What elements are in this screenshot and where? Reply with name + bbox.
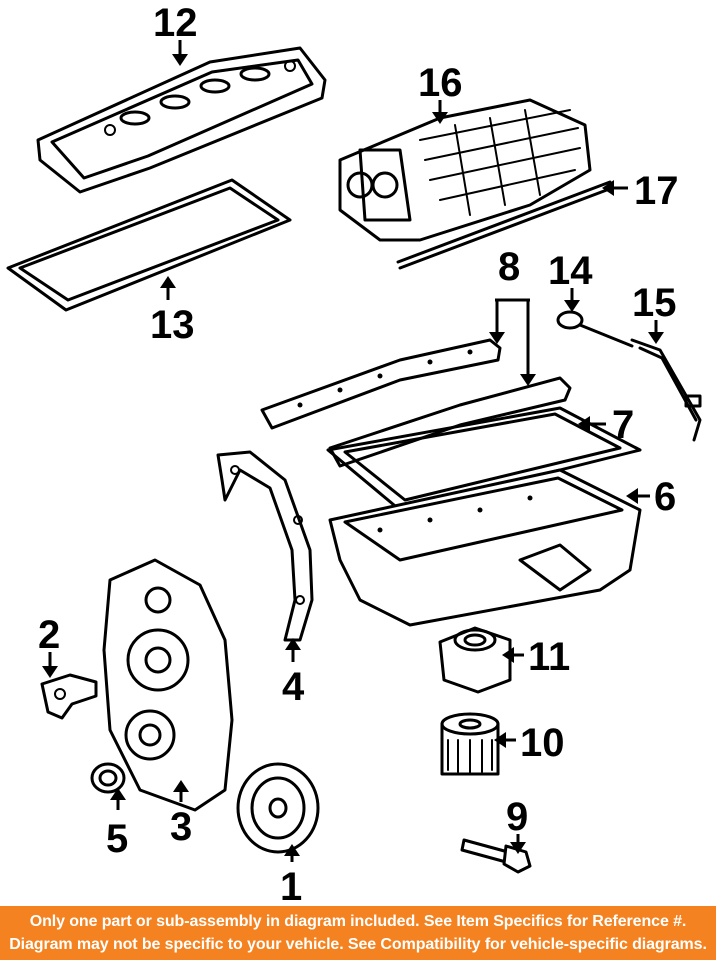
- svg-text:4: 4: [282, 665, 305, 709]
- harmonic-balancer: [236, 762, 320, 854]
- oil-filter: [440, 712, 500, 776]
- callout-2: 2: [38, 613, 60, 678]
- svg-text:15: 15: [632, 281, 677, 325]
- callout-4: 4: [282, 638, 305, 709]
- svg-text:8: 8: [498, 245, 520, 289]
- timing-cover: [102, 558, 234, 812]
- callout-6: 6: [626, 475, 676, 519]
- svg-text:1: 1: [280, 865, 302, 906]
- callout-3: 3: [170, 780, 192, 849]
- dipstick-tube: [630, 338, 702, 442]
- front-seal: [90, 762, 126, 794]
- callout-9: 9: [506, 795, 528, 854]
- manifold-gasket: [396, 180, 614, 270]
- svg-text:6: 6: [654, 475, 676, 519]
- callout-15: 15: [632, 281, 677, 344]
- intake-manifold: [338, 98, 592, 242]
- disclaimer-line-2: Diagram may not be specific to your vehi…: [9, 936, 707, 953]
- svg-text:11: 11: [528, 635, 570, 679]
- disclaimer-line-1: Only one part or sub-assembly in diagram…: [29, 913, 687, 930]
- svg-text:14: 14: [548, 249, 593, 293]
- callout-12: 12: [153, 1, 198, 66]
- callout-1: 1: [280, 844, 302, 906]
- callout-13: 13: [150, 276, 195, 347]
- engine-parts-diagram: 12 13 16 17: [6, 1, 702, 906]
- oil-pan-gasket-rear: [328, 376, 572, 468]
- bolt: [460, 838, 532, 874]
- callout-7: 7: [578, 403, 634, 447]
- oil-pan-gasket: [326, 406, 642, 512]
- svg-text:3: 3: [170, 805, 192, 849]
- crank-sensor: [40, 673, 98, 720]
- callout-16: 16: [418, 61, 463, 124]
- svg-text:16: 16: [418, 61, 463, 105]
- timing-cover-gasket: [216, 450, 314, 642]
- disclaimer-banner: Only one part or sub-assembly in diagram…: [0, 906, 716, 960]
- oil-pan: [328, 468, 642, 627]
- oil-pan-gasket-side: [260, 338, 502, 430]
- svg-text:5: 5: [106, 817, 128, 861]
- callout-17: 17: [602, 169, 679, 213]
- callout-5: 5: [106, 788, 128, 861]
- svg-text:17: 17: [634, 169, 679, 213]
- svg-text:2: 2: [38, 613, 60, 657]
- svg-text:13: 13: [150, 303, 195, 347]
- dipstick: [556, 310, 634, 348]
- callout-10: 10: [494, 721, 565, 765]
- callout-8: 8: [489, 245, 536, 386]
- valve-cover-gasket: [6, 178, 292, 312]
- svg-text:12: 12: [153, 1, 198, 45]
- oil-filter-adapter: [438, 626, 512, 694]
- svg-text:10: 10: [520, 721, 565, 765]
- callout-11: 11: [502, 635, 570, 679]
- callout-14: 14: [548, 249, 593, 312]
- svg-text:9: 9: [506, 795, 528, 839]
- svg-text:7: 7: [612, 403, 634, 447]
- valve-cover: [36, 46, 327, 194]
